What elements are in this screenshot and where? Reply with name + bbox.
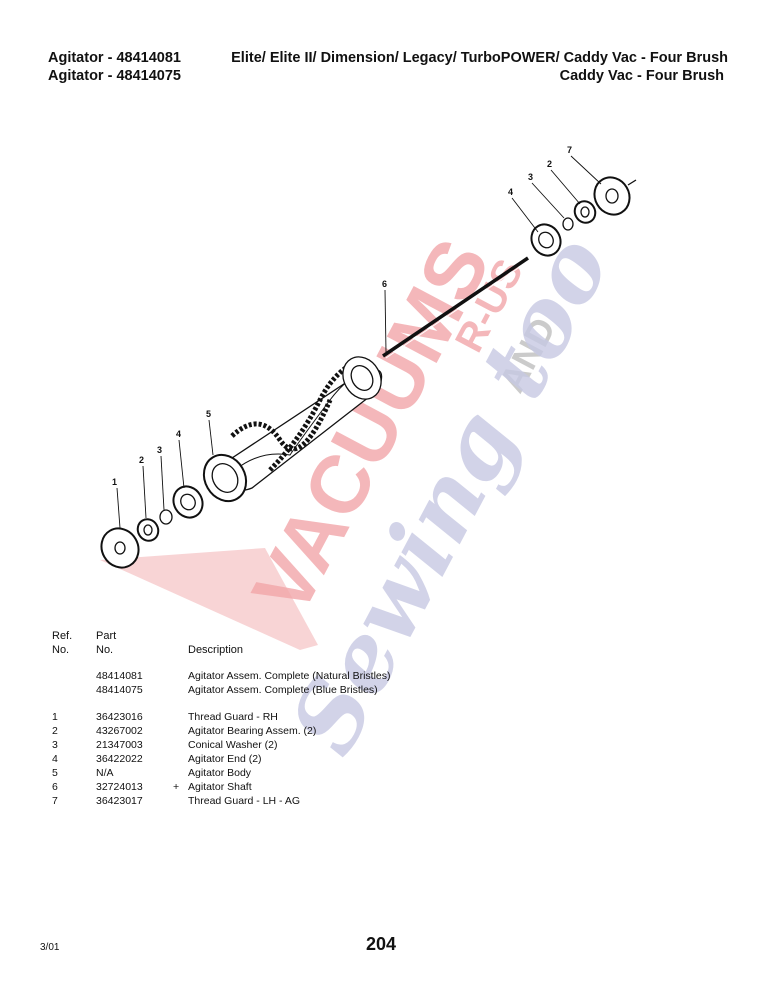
- callout-2-right: 2: [547, 159, 552, 169]
- part-description: Agitator Bearing Assem. (2): [188, 725, 317, 737]
- agitator-shaft: [382, 256, 529, 358]
- part-number: 32724013: [96, 781, 143, 793]
- part-description: Agitator Shaft: [188, 781, 252, 793]
- callout-7: 7: [567, 145, 572, 155]
- agitator-end-left: [202, 453, 248, 503]
- assembly-row: 48414075 Agitator Assem. Complete (Blue …: [0, 684, 768, 698]
- header-title-left-2: Agitator - 48414075: [48, 68, 181, 84]
- part-description: Conical Washer (2): [188, 739, 278, 751]
- part-number: 43267002: [96, 725, 143, 737]
- table-row: 6 + 32724013 Agitator Shaft: [0, 781, 768, 795]
- table-row: 1 36423016 Thread Guard - RH: [0, 711, 768, 725]
- table-row: 7 36423017 Thread Guard - LH - AG: [0, 795, 768, 809]
- assembly-row: 48414081 Agitator Assem. Complete (Natur…: [0, 670, 768, 684]
- thread-guard-lh: [593, 176, 637, 216]
- part-description: Agitator Assem. Complete (Blue Bristles): [188, 684, 378, 696]
- header-title-right-2: Caddy Vac - Four Brush: [559, 68, 724, 84]
- col-part-header-2: No.: [96, 644, 114, 656]
- agitator-body: [225, 356, 383, 491]
- ref-number: 5: [52, 767, 58, 779]
- table-row: 2 43267002 Agitator Bearing Assem. (2): [0, 725, 768, 739]
- col-ref-header-1: Ref.: [52, 630, 73, 642]
- callout-2: 2: [139, 455, 144, 465]
- part-number: 36423016: [96, 711, 143, 723]
- ref-number: 2: [52, 725, 58, 737]
- part-number: 48414075: [96, 684, 143, 696]
- conical-washer-left: [159, 509, 173, 525]
- callout-6: 6: [382, 279, 387, 289]
- agitator-end-right: [530, 223, 562, 257]
- conical-washer-right: [562, 217, 574, 231]
- part-number: 36423017: [96, 795, 143, 807]
- bearing-left: [136, 518, 160, 542]
- header-title-left-1: Agitator - 48414081: [48, 50, 181, 66]
- part-number: N/A: [96, 767, 114, 779]
- bearing-right: [573, 200, 597, 224]
- ref-number: 1: [52, 711, 58, 723]
- page-number: 204: [366, 934, 397, 954]
- callout-5: 5: [206, 409, 211, 419]
- col-ref-header-2: No.: [52, 644, 70, 656]
- part-description: Thread Guard - RH: [188, 711, 278, 723]
- table-row: 3 21347003 Conical Washer (2): [0, 739, 768, 753]
- agitator-end-left-small: [172, 485, 204, 519]
- table-row: 5 N/A Agitator Body: [0, 767, 768, 781]
- callout-4: 4: [176, 429, 181, 439]
- ref-number: 3: [52, 739, 58, 751]
- callout-1: 1: [112, 477, 117, 487]
- col-part-header-1: Part: [96, 630, 117, 642]
- col-description-header: Description: [188, 644, 244, 656]
- row-mark: +: [173, 781, 180, 793]
- callout-3-right: 3: [528, 172, 533, 182]
- part-number: 36422022: [96, 753, 143, 765]
- part-description: Agitator End (2): [188, 753, 262, 765]
- part-description: Agitator Body: [188, 767, 252, 779]
- part-number: 48414081: [96, 670, 143, 682]
- callout-4-right: 4: [508, 187, 513, 197]
- table-row: 4 36422022 Agitator End (2): [0, 753, 768, 767]
- footer-date: 3/01: [40, 942, 60, 953]
- thread-guard-rh: [100, 527, 140, 569]
- header-title-right-1: Elite/ Elite II/ Dimension/ Legacy/ Turb…: [231, 50, 728, 66]
- ref-number: 6: [52, 781, 58, 793]
- part-description: Thread Guard - LH - AG: [188, 795, 301, 807]
- callout-3: 3: [157, 445, 162, 455]
- part-number: 21347003: [96, 739, 143, 751]
- ref-number: 7: [52, 795, 58, 807]
- part-description: Agitator Assem. Complete (Natural Bristl…: [188, 670, 391, 682]
- ref-number: 4: [52, 753, 58, 765]
